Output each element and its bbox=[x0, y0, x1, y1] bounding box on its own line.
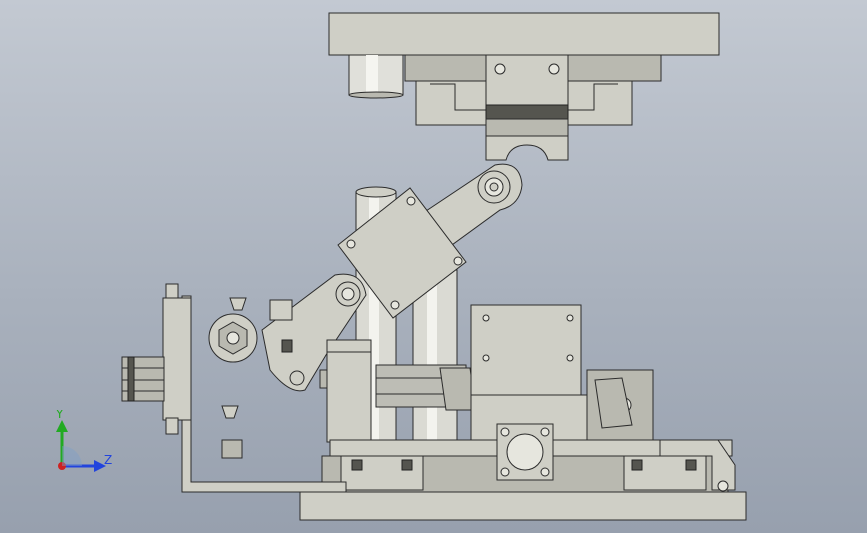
coordinate-triad: Y Z bbox=[55, 410, 112, 472]
top-plate bbox=[328, 12, 720, 161]
right-housing bbox=[470, 304, 654, 443]
loose-parts bbox=[208, 297, 258, 459]
actuator-cylinder bbox=[375, 364, 477, 411]
swing-arm bbox=[261, 273, 367, 392]
side-bracket bbox=[121, 283, 347, 493]
z-axis-label: Z bbox=[104, 453, 112, 467]
top-cylinder bbox=[348, 54, 404, 99]
center-flange bbox=[496, 423, 554, 481]
toggle-link bbox=[337, 163, 523, 319]
y-axis-label: Y bbox=[55, 410, 64, 421]
support-block bbox=[326, 339, 372, 443]
